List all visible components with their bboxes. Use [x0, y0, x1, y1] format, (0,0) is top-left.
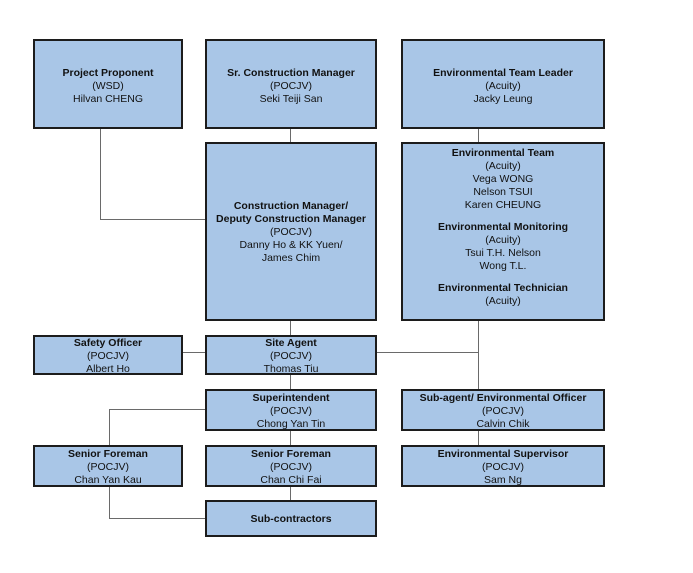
senior-foreman-left-title: Senior Foreman: [68, 448, 148, 460]
site-agent-name: Thomas Tiu: [263, 363, 319, 375]
connector-to-sub-contractors: [109, 518, 206, 519]
connector-et-to-sub-agent: [478, 320, 479, 390]
construction-manager-box: Construction Manager/ Deputy Constructio…: [205, 142, 377, 321]
project-proponent-title: Project Proponent: [62, 67, 154, 79]
environmental-supervisor-title: Environmental Supervisor: [437, 448, 569, 460]
construction-manager-names: Danny Ho & KK Yuen/: [239, 239, 343, 251]
sub-contractors-title: Sub-contractors: [250, 513, 332, 525]
connector-site-agent-to-superintendent: [290, 374, 291, 390]
connector-senior-foreman-mid-to-sub-contractors: [290, 486, 291, 501]
sr-construction-manager-org: (POCJV): [270, 80, 312, 92]
connector-proponent-to-cm: [100, 219, 206, 220]
project-proponent-name: Hilvan CHENG: [72, 93, 143, 105]
environmental-team-member: Karen CHEUNG: [464, 199, 542, 211]
environmental-monitoring-title: Environmental Monitoring: [437, 221, 569, 233]
environmental-team-title: Environmental Team: [451, 147, 555, 159]
environmental-supervisor-org: (POCJV): [482, 461, 524, 473]
superintendent-title: Superintendent: [252, 392, 330, 404]
project-proponent-org: (WSD): [92, 80, 124, 92]
connector-senior-foreman-left-down: [109, 486, 110, 518]
environmental-monitoring-member: Tsui T.H. Nelson: [465, 247, 541, 259]
senior-foreman-mid-title: Senior Foreman: [251, 448, 331, 460]
deputy-construction-manager-title: Deputy Construction Manager: [216, 213, 366, 225]
senior-foreman-mid-box: Senior Foreman (POCJV) Chan Chi Fai: [205, 445, 377, 487]
safety-officer-name: Albert Ho: [86, 363, 130, 375]
connector-etl-to-et: [478, 128, 479, 143]
construction-manager-title: Construction Manager/: [233, 200, 349, 212]
safety-officer-box: Safety Officer (POCJV) Albert Ho: [33, 335, 183, 375]
sr-construction-manager-title: Sr. Construction Manager: [227, 67, 355, 79]
site-agent-box: Site Agent (POCJV) Thomas Tiu: [205, 335, 377, 375]
project-proponent-box: Project Proponent (WSD) Hilvan CHENG: [33, 39, 183, 129]
environmental-team-leader-name: Jacky Leung: [473, 93, 533, 105]
superintendent-name: Chong Yan Tin: [256, 418, 326, 430]
site-agent-title: Site Agent: [265, 337, 317, 349]
senior-foreman-left-name: Chan Yan Kau: [74, 474, 142, 486]
connector-scm-to-cm: [290, 128, 291, 143]
environmental-team-leader-box: Environmental Team Leader (Acuity) Jacky…: [401, 39, 605, 129]
connector-site-agent-to-env: [376, 352, 479, 353]
construction-manager-org: (POCJV): [270, 226, 312, 238]
connector-proponent-down: [100, 128, 101, 220]
environmental-team-org: (Acuity): [485, 160, 521, 172]
sub-agent-name: Calvin Chik: [476, 418, 530, 430]
environmental-supervisor-name: Sam Ng: [484, 474, 522, 486]
environmental-team-member: Nelson TSUI: [473, 186, 533, 198]
connector-cm-to-site-agent: [290, 320, 291, 336]
sub-agent-org: (POCJV): [482, 405, 524, 417]
connector-sub-agent-to-env-supervisor: [478, 430, 479, 446]
sr-construction-manager-name: Seki Teiji San: [259, 93, 323, 105]
senior-foreman-mid-name: Chan Chi Fai: [260, 474, 322, 486]
sub-contractors-box: Sub-contractors: [205, 500, 377, 537]
senior-foreman-left-box: Senior Foreman (POCJV) Chan Yan Kau: [33, 445, 183, 487]
connector-superintendent-to-senior-foreman-mid: [290, 430, 291, 446]
sub-agent-box: Sub-agent/ Environmental Officer (POCJV)…: [401, 389, 605, 431]
environmental-team-member: Vega WONG: [472, 173, 534, 185]
environmental-technician-title: Environmental Technician: [438, 282, 568, 294]
environmental-team-leader-title: Environmental Team Leader: [433, 67, 573, 79]
superintendent-box: Superintendent (POCJV) Chong Yan Tin: [205, 389, 377, 431]
site-agent-org: (POCJV): [270, 350, 312, 362]
environmental-team-leader-org: (Acuity): [485, 80, 521, 92]
senior-foreman-mid-org: (POCJV): [270, 461, 312, 473]
sub-agent-title: Sub-agent/ Environmental Officer: [419, 392, 587, 404]
superintendent-org: (POCJV): [270, 405, 312, 417]
sr-construction-manager-box: Sr. Construction Manager (POCJV) Seki Te…: [205, 39, 377, 129]
senior-foreman-left-org: (POCJV): [87, 461, 129, 473]
connector-branch-to-senior-foreman-left: [109, 409, 110, 446]
environmental-technician-org: (Acuity): [485, 295, 521, 307]
environmental-supervisor-box: Environmental Supervisor (POCJV) Sam Ng: [401, 445, 605, 487]
construction-manager-names-cont: James Chim: [261, 252, 321, 264]
connector-safety-to-site-agent: [182, 352, 206, 353]
safety-officer-org: (POCJV): [87, 350, 129, 362]
safety-officer-title: Safety Officer: [73, 337, 143, 349]
environmental-team-box: Environmental Team (Acuity) Vega WONG Ne…: [401, 142, 605, 321]
environmental-monitoring-org: (Acuity): [485, 234, 521, 246]
connector-superintendent-branch: [109, 409, 206, 410]
environmental-monitoring-member: Wong T.L.: [479, 260, 527, 272]
